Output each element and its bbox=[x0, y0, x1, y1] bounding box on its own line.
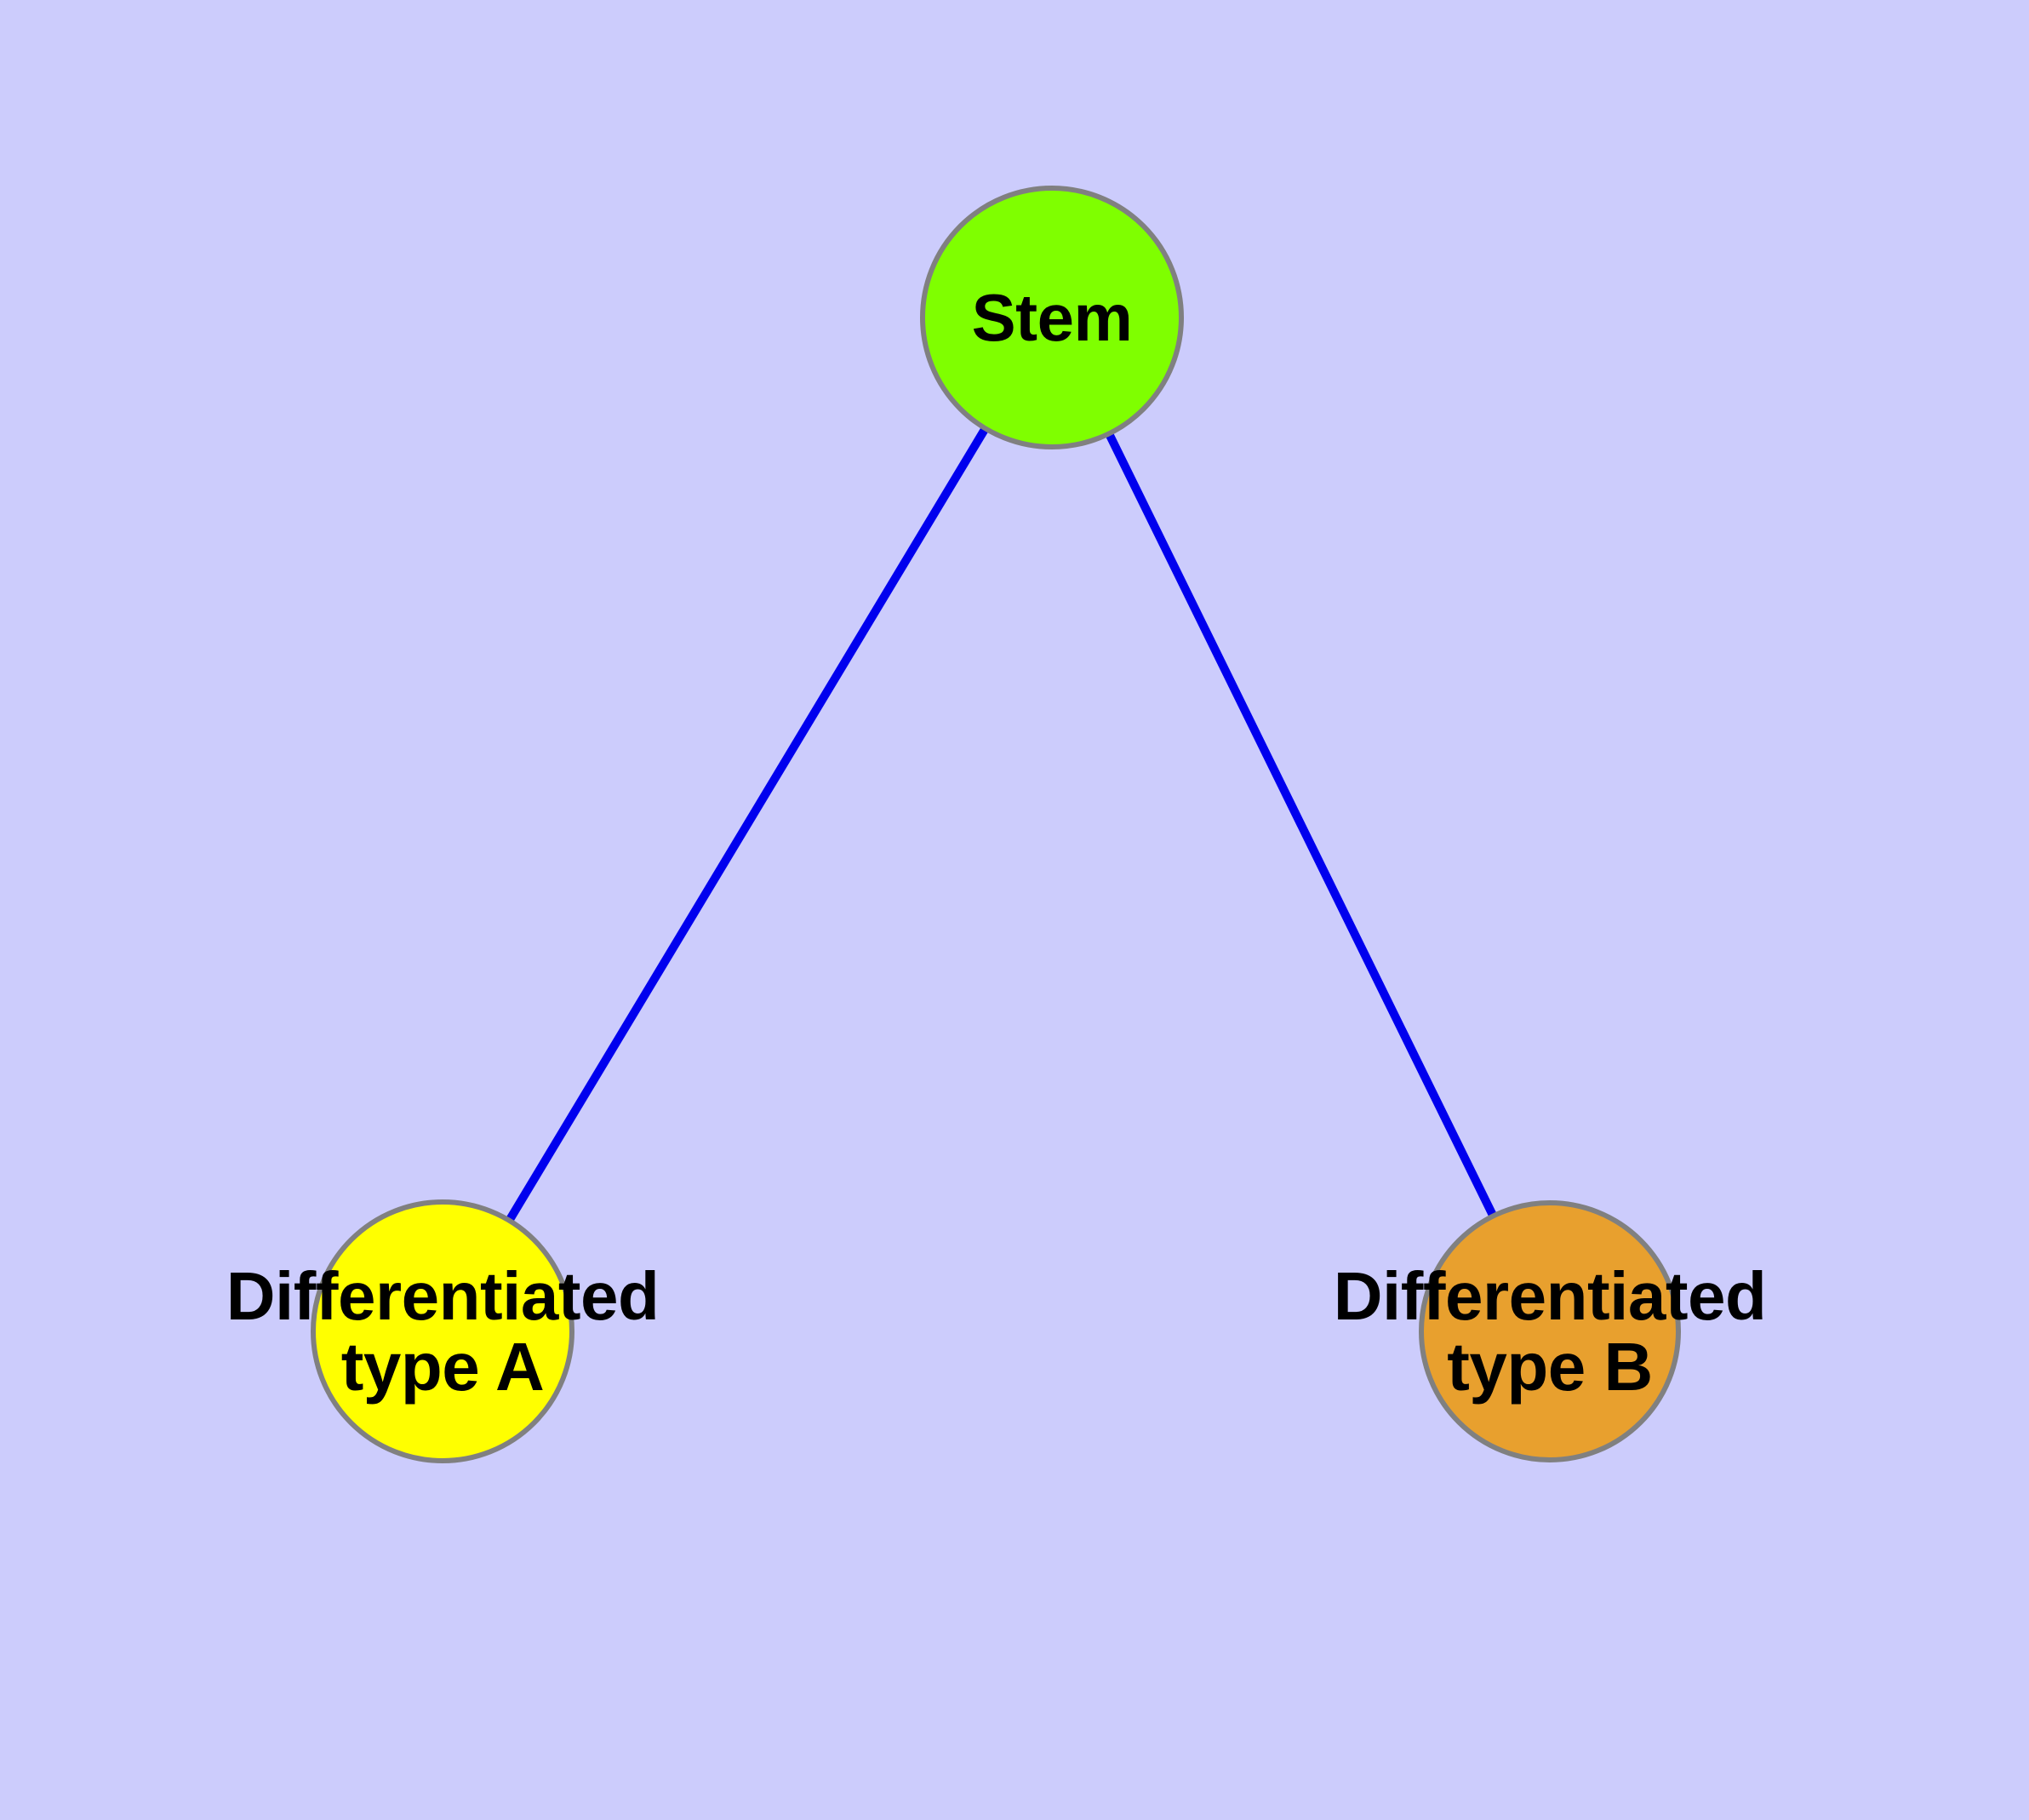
node-stem[interactable] bbox=[920, 186, 1184, 449]
edge-stem-to-diff_a bbox=[503, 423, 992, 1226]
node-diff_b[interactable] bbox=[1419, 1200, 1681, 1462]
edges-group bbox=[503, 423, 1499, 1226]
edge-stem-to-diff_b bbox=[1103, 428, 1499, 1222]
nodes-group bbox=[311, 186, 1681, 1463]
node-diff_a[interactable] bbox=[311, 1199, 574, 1463]
